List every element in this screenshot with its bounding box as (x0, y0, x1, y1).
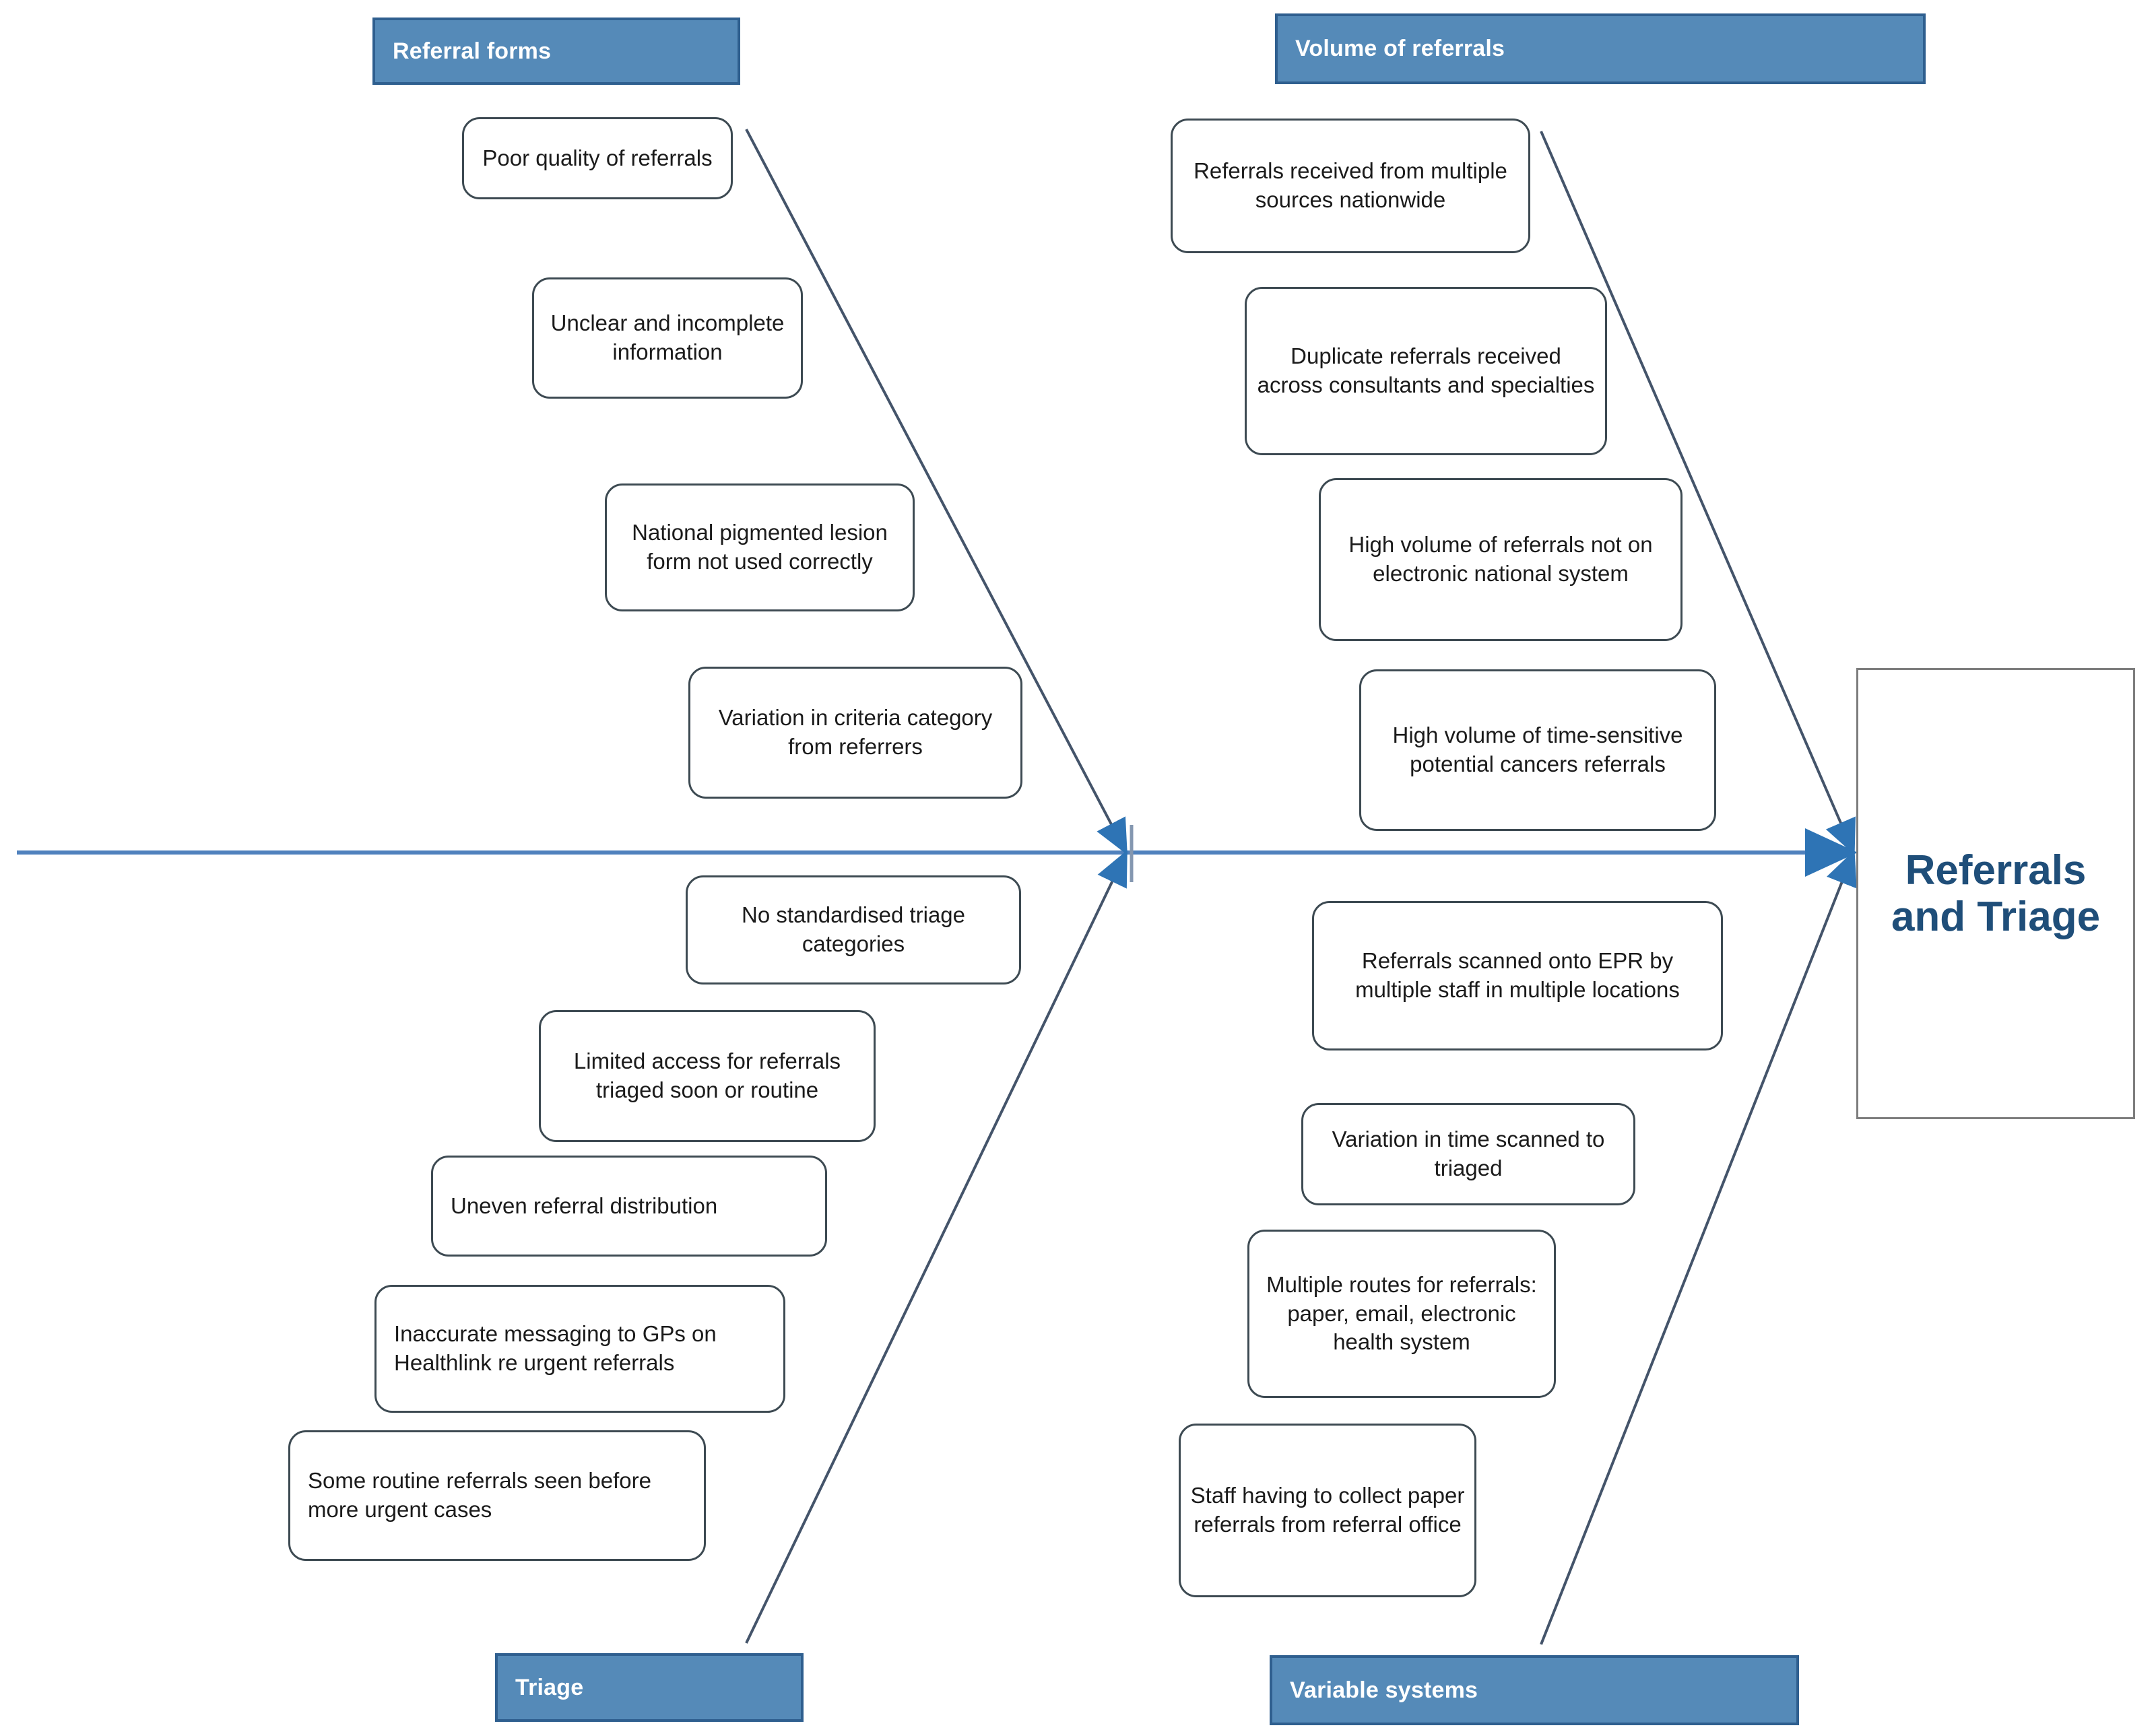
category-header-label: Referral forms (393, 38, 552, 64)
cause-label: Referrals scanned onto EPR by multiple s… (1355, 948, 1680, 1002)
cause-label: Unclear and incomplete information (550, 310, 785, 364)
cause-label: No standardised triage categories (741, 902, 966, 956)
cause-box[interactable]: Staff having to collect paper referrals … (1179, 1424, 1476, 1597)
cause-box[interactable]: Poor quality of referrals (462, 117, 733, 199)
cause-box[interactable]: Inaccurate messaging to GPs on Healthlin… (374, 1285, 785, 1413)
cause-box[interactable]: Duplicate referrals received across cons… (1245, 287, 1607, 455)
cause-box[interactable]: Unclear and incomplete information (532, 277, 803, 399)
category-header-label: Volume of referrals (1295, 36, 1505, 61)
category-header-label: Variable systems (1290, 1677, 1478, 1703)
cause-box[interactable]: Variation in criteria category from refe… (688, 667, 1022, 799)
cause-label: Variation in criteria category from refe… (718, 705, 993, 759)
cause-box[interactable]: Variation in time scanned to triaged (1301, 1103, 1635, 1205)
category-header-label: Triage (515, 1674, 584, 1700)
cause-label: Variation in time scanned to triaged (1332, 1127, 1605, 1180)
cause-box[interactable]: No standardised triage categories (686, 875, 1021, 984)
cause-label: Poor quality of referrals (482, 145, 713, 170)
effect-box[interactable]: Referrals and Triage (1856, 668, 2135, 1119)
cause-box[interactable]: Referrals scanned onto EPR by multiple s… (1312, 901, 1723, 1050)
category-header-variable-systems[interactable]: Variable systems (1270, 1655, 1799, 1725)
cause-box[interactable]: Some routine referrals seen before more … (288, 1430, 706, 1561)
cause-box[interactable]: National pigmented lesion form not used … (605, 483, 915, 611)
cause-label: Multiple routes for referrals: paper, em… (1266, 1271, 1537, 1355)
cause-label: Limited access for referrals triaged soo… (573, 1048, 841, 1102)
cause-label: High volume of time-sensitive potential … (1392, 723, 1683, 776)
cause-label: Uneven referral distribution (451, 1193, 718, 1218)
cause-box[interactable]: Referrals received from multiple sources… (1171, 119, 1530, 253)
cause-label: Duplicate referrals received across cons… (1257, 343, 1595, 397)
cause-box[interactable]: Uneven referral distribution (431, 1156, 827, 1257)
cause-box[interactable]: High volume of time-sensitive potential … (1359, 669, 1716, 831)
cause-box[interactable]: Multiple routes for referrals: paper, em… (1247, 1230, 1556, 1398)
cause-label: Inaccurate messaging to GPs on Healthlin… (394, 1321, 717, 1375)
category-header-triage[interactable]: Triage (495, 1653, 804, 1722)
cause-label: Referrals received from multiple sources… (1194, 158, 1507, 212)
category-header-volume-of-referrals[interactable]: Volume of referrals (1275, 13, 1926, 84)
cause-box[interactable]: Limited access for referrals triaged soo… (539, 1010, 876, 1142)
cause-label: Staff having to collect paper referrals … (1190, 1483, 1465, 1537)
category-header-referral-forms[interactable]: Referral forms (372, 18, 740, 85)
cause-label: Some routine referrals seen before more … (308, 1468, 651, 1522)
effect-label: Referrals and Triage (1891, 846, 2101, 940)
cause-box[interactable]: High volume of referrals not on electron… (1319, 478, 1683, 641)
cause-label: High volume of referrals not on electron… (1348, 532, 1653, 586)
cause-label: National pigmented lesion form not used … (632, 520, 888, 574)
